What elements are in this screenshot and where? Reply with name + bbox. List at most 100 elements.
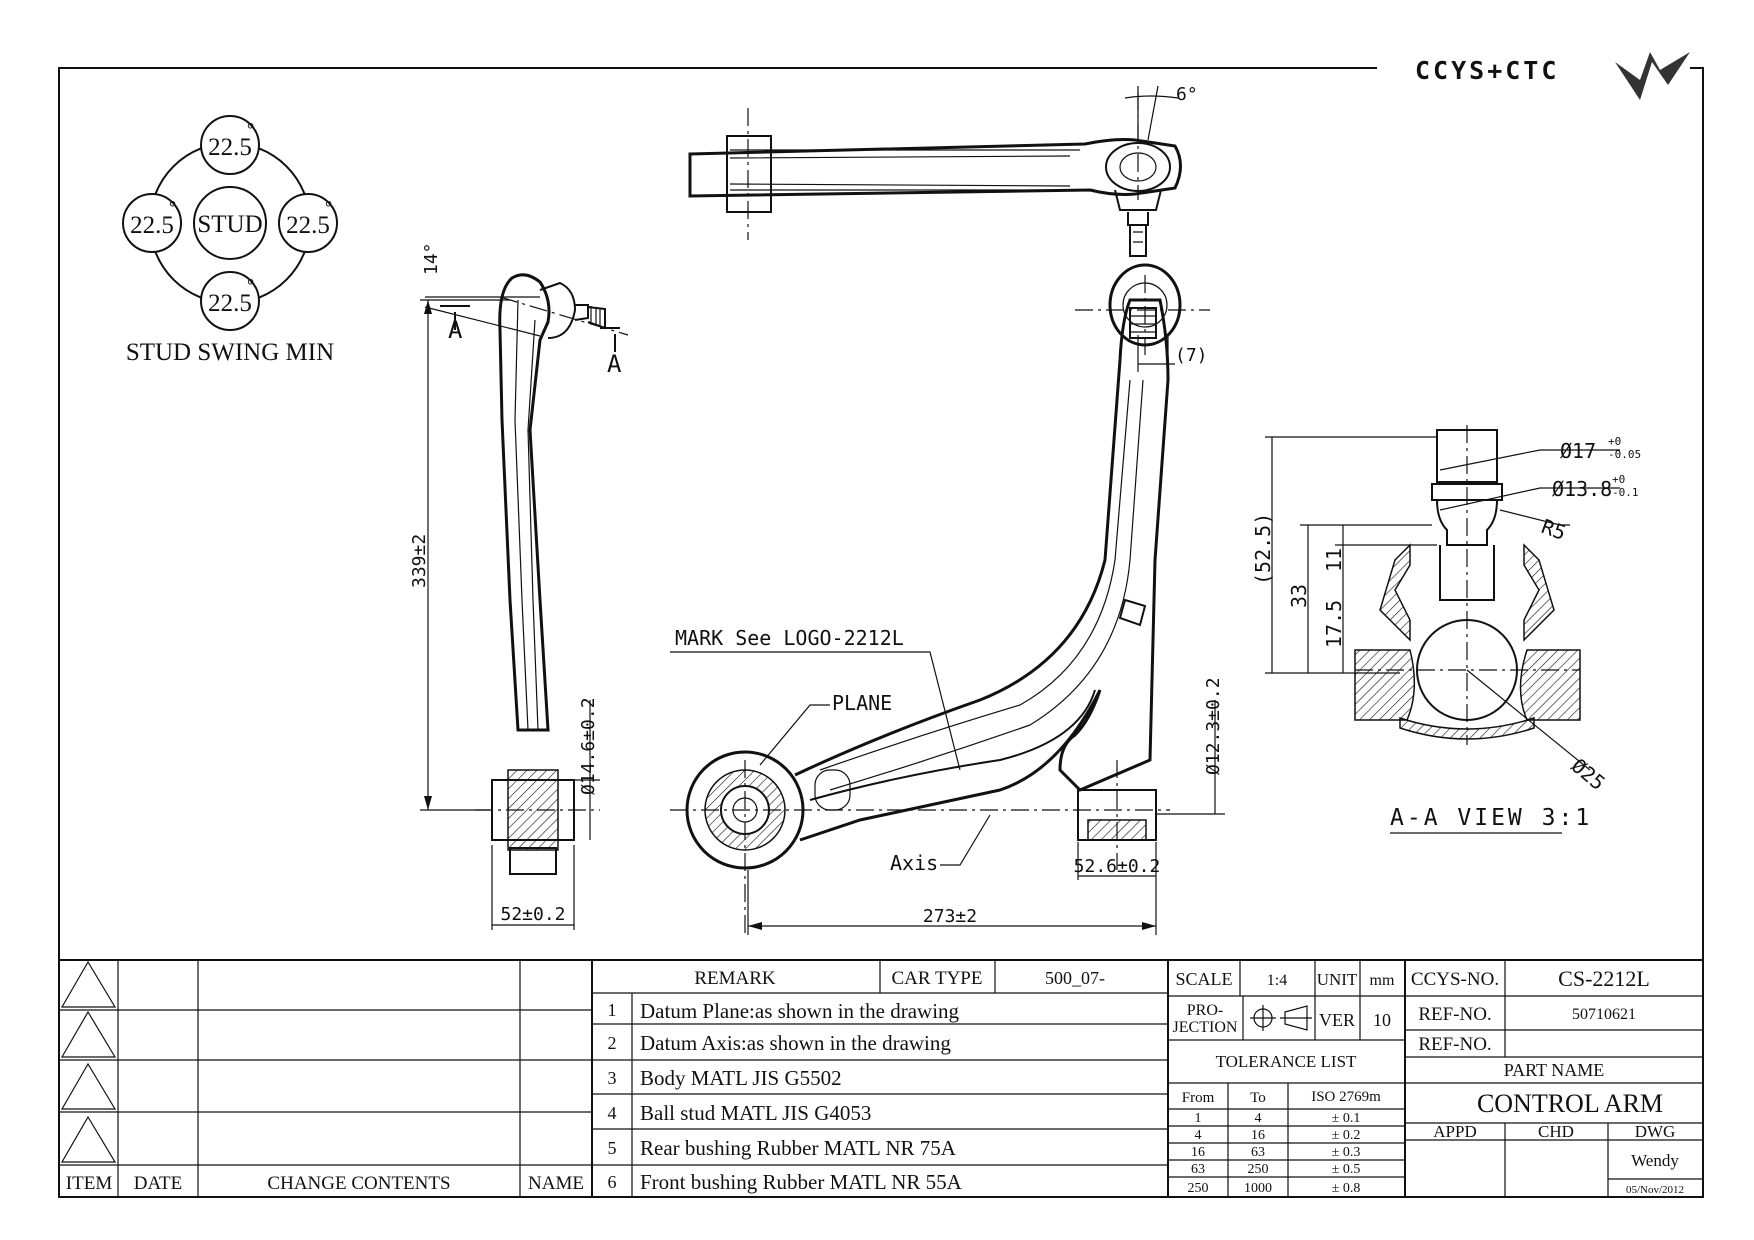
tol-value: ± 0.2 xyxy=(1332,1128,1361,1143)
remark-no: 2 xyxy=(608,1033,617,1053)
tol-from: 4 xyxy=(1195,1128,1202,1143)
diameter-17: Ø17 xyxy=(1560,439,1596,463)
side-angle-label: 14° xyxy=(421,242,442,275)
section-mark-a1: A xyxy=(448,316,463,344)
projection-label-line2: JECTION xyxy=(1173,1019,1238,1036)
tol-to: 1000 xyxy=(1244,1181,1272,1196)
section-height-11: 11 xyxy=(1322,548,1346,572)
unit-value: mm xyxy=(1370,972,1395,989)
ccys-no-label: CCYS-NO. xyxy=(1411,969,1499,990)
tol-value: ± 0.3 xyxy=(1332,1145,1361,1160)
tol-to: 250 xyxy=(1248,1162,1269,1177)
tol-value: ± 0.5 xyxy=(1332,1162,1361,1177)
remark-no: 1 xyxy=(608,1000,617,1020)
ver-label: VER xyxy=(1319,1010,1355,1030)
offset-dimension: (7) xyxy=(1175,345,1208,366)
remark-text: Front bushing Rubber MATL NR 55A xyxy=(640,1170,963,1194)
diameter-25: Ø25 xyxy=(1567,753,1610,795)
tol-value: ± 0.8 xyxy=(1332,1181,1361,1196)
radius-label: R5 xyxy=(1538,514,1569,545)
revision-header-item: ITEM xyxy=(66,1173,113,1194)
logo-text: CCYS+CTC xyxy=(1415,56,1559,85)
tol-from: 63 xyxy=(1191,1162,1205,1177)
section-view-title: A-A VIEW 3:1 xyxy=(1390,805,1592,831)
swing-angle-right: 22.5 xyxy=(286,212,330,239)
top-view: 6° xyxy=(688,84,1198,257)
revision-header-change: CHANGE CONTENTS xyxy=(267,1173,450,1194)
tol-to: 16 xyxy=(1251,1128,1265,1143)
diameter-13-8-tol-upper: +0 xyxy=(1612,473,1625,486)
remark-no: 4 xyxy=(608,1103,617,1123)
remark-text: Datum Axis:as shown in the drawing xyxy=(640,1031,951,1055)
diameter-17-tol-lower: -0.05 xyxy=(1608,448,1641,461)
ref-no2-label: REF-NO. xyxy=(1418,1034,1491,1055)
ref-no-label: REF-NO. xyxy=(1418,1004,1491,1025)
remark-text: Body MATL JIS G5502 xyxy=(640,1066,842,1090)
remark-header: REMARK xyxy=(694,968,776,989)
projection-label-line1: PRO- xyxy=(1187,1002,1223,1019)
section-height-52-5: (52.5) xyxy=(1251,513,1275,585)
tol-from: 16 xyxy=(1191,1145,1205,1160)
mark-note: MARK See LOGO-2212L xyxy=(675,626,904,650)
rear-bushing-diameter-label: Ø12.3±0.2 xyxy=(1203,677,1224,775)
appd-label: APPD xyxy=(1433,1122,1476,1141)
bushing-diameter-label: Ø14.6±0.2 xyxy=(578,697,599,795)
ref-no-value: 50710621 xyxy=(1572,1006,1636,1023)
tol-value: ± 0.1 xyxy=(1332,1111,1361,1126)
part-name-label: PART NAME xyxy=(1504,1060,1604,1080)
swing-angle-top: 22.5 xyxy=(208,134,252,161)
swing-angle-left: 22.5 xyxy=(130,212,174,239)
stud-label: STUD xyxy=(197,211,262,238)
car-type-label: CAR TYPE xyxy=(892,968,983,989)
height-dimension: 339±2 xyxy=(409,534,430,588)
swing-angle-bottom: 22.5 xyxy=(208,290,252,317)
remark-text: Ball stud MATL JIS G4053 xyxy=(640,1101,871,1125)
remark-no: 5 xyxy=(608,1138,617,1158)
diameter-13-8: Ø13.8 xyxy=(1552,477,1612,501)
drawing-date: 05/Nov/2012 xyxy=(1626,1184,1684,1196)
company-logo: CCYS+CTC xyxy=(1415,52,1690,100)
ccys-no-value: CS-2212L xyxy=(1558,966,1650,991)
degree-mark-top: ° xyxy=(247,119,254,139)
tol-to: 63 xyxy=(1251,1145,1265,1160)
plane-label: PLANE xyxy=(832,691,892,715)
degree-mark-right: ° xyxy=(325,197,332,217)
section-mark-a2: A xyxy=(607,350,622,378)
side-view: 14° A A 339±2 Ø14.6±0.2 52±0.2 xyxy=(409,242,629,930)
section-aa-view: (52.5) 33 11 17.5 Ø17 +0 -0.05 Ø13.8 +0 … xyxy=(1251,425,1641,834)
stud-swing-caption: STUD SWING MIN xyxy=(126,339,334,366)
tol-from: 250 xyxy=(1188,1181,1209,1196)
scale-label: SCALE xyxy=(1175,969,1232,989)
revision-header-name: NAME xyxy=(528,1173,584,1194)
remark-text: Rear bushing Rubber MATL NR 75A xyxy=(640,1136,957,1160)
drawn-by-value: Wendy xyxy=(1631,1151,1679,1170)
ver-value: 10 xyxy=(1373,1010,1391,1030)
degree-mark-left: ° xyxy=(169,197,176,217)
degree-mark-bottom: ° xyxy=(247,275,254,295)
car-type-value: 500_07- xyxy=(1045,968,1105,988)
diameter-13-8-tol-lower: -0.1 xyxy=(1612,486,1639,499)
front-view: (7) Ø12.3±0.2 52.6±0.2 273±2 MARK See LO… xyxy=(670,263,1225,935)
remark-text: Datum Plane:as shown in the drawing xyxy=(640,999,960,1023)
side-width-dimension: 52±0.2 xyxy=(500,904,565,925)
tol-to: 4 xyxy=(1255,1111,1262,1126)
part-name-value: CONTROL ARM xyxy=(1477,1089,1663,1118)
projection-symbol-icon xyxy=(1250,1005,1312,1031)
tol-header-to: To xyxy=(1250,1090,1266,1106)
tol-header-std: ISO 2769m xyxy=(1311,1089,1381,1105)
section-height-17-5: 17.5 xyxy=(1322,600,1346,648)
section-height-33: 33 xyxy=(1287,584,1311,608)
dwg-label: DWG xyxy=(1635,1122,1676,1141)
revision-header-date: DATE xyxy=(134,1173,183,1194)
remark-no: 6 xyxy=(608,1172,617,1192)
stud-swing-diagram: STUD 22.5 22.5 22.5 22.5 ° ° ° ° STUD SW… xyxy=(122,115,338,366)
title-block: ITEM DATE CHANGE CONTENTS NAME REMARK CA… xyxy=(58,959,1704,1198)
unit-label: UNIT xyxy=(1317,970,1358,989)
top-angle-label: 6° xyxy=(1176,84,1198,105)
tol-from: 1 xyxy=(1195,1111,1202,1126)
rear-width-dimension: 52.6±0.2 xyxy=(1074,856,1161,877)
length-dimension: 273±2 xyxy=(923,906,977,927)
remark-no: 3 xyxy=(608,1068,617,1088)
tolerance-title: TOLERANCE LIST xyxy=(1216,1052,1357,1071)
